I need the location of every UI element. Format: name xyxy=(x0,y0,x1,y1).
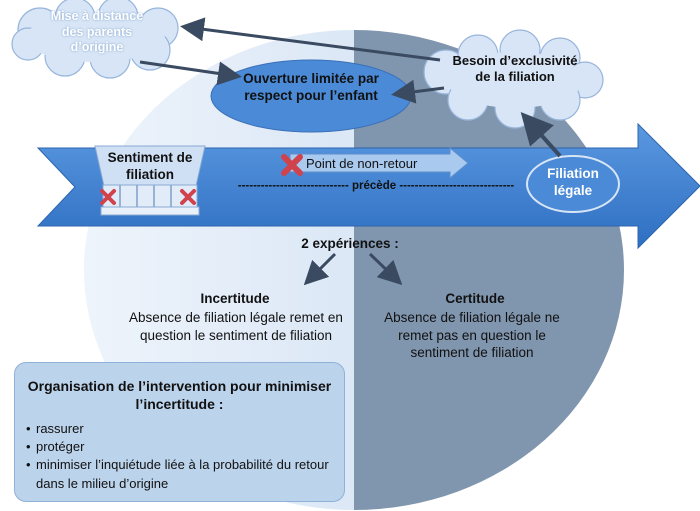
non-return-label: Point de non-retour xyxy=(306,156,418,171)
arrow-cloud-to-opening xyxy=(139,60,242,86)
two-experiences-label: 2 expériences : xyxy=(301,236,399,251)
uncertainty-title: Incertitude xyxy=(200,291,270,306)
sentiment-label: Sentiment de filiation xyxy=(107,150,193,182)
certainty-title: Certitude xyxy=(445,291,505,306)
intervention-title: Organisation de l’intervention pour mini… xyxy=(27,378,332,412)
cross-icon-right xyxy=(180,189,196,205)
arrow-exclusivity-to-cloud xyxy=(180,17,441,62)
list-item: protéger xyxy=(26,438,338,456)
certainty-text: Absence de filiation légale ne remet pas… xyxy=(384,310,560,361)
opening-label: Ouverture limitée par respect pour l’enf… xyxy=(243,71,379,103)
cross-icon-non-return xyxy=(281,154,303,176)
precedes-label: ----------------------------- précède --… xyxy=(237,180,515,192)
cloud-exclusivity-label: Besoin d’exclusivité de la filiation xyxy=(452,53,578,85)
legal-filiation-ellipse xyxy=(526,155,620,213)
uncertainty-text: Absence de filiation légale remet en que… xyxy=(129,310,343,343)
main-arrow xyxy=(36,122,700,250)
sentiment-foot-bar xyxy=(100,206,200,216)
list-item: minimiser l’inquiétude liée à la probabi… xyxy=(26,456,338,492)
cloud-origin-core xyxy=(25,14,165,62)
intervention-list: rassurer protéger minimiser l’inquiétude… xyxy=(26,420,338,493)
arrow-to-uncertainty xyxy=(303,252,337,286)
cloud-exclusivity-core xyxy=(447,52,583,108)
arrow-to-certainty xyxy=(368,252,403,286)
cross-icon-left xyxy=(100,189,116,205)
legal-filiation-label: Filiation légale xyxy=(547,166,599,198)
cloud-origin-label: Mise à distance des parents d’origine xyxy=(50,9,144,55)
arrow-exclusivity-to-opening xyxy=(391,79,445,104)
list-item: rassurer xyxy=(26,420,338,438)
non-return-arrow xyxy=(289,146,469,180)
arrow-legal-to-exclusivity xyxy=(520,112,562,158)
